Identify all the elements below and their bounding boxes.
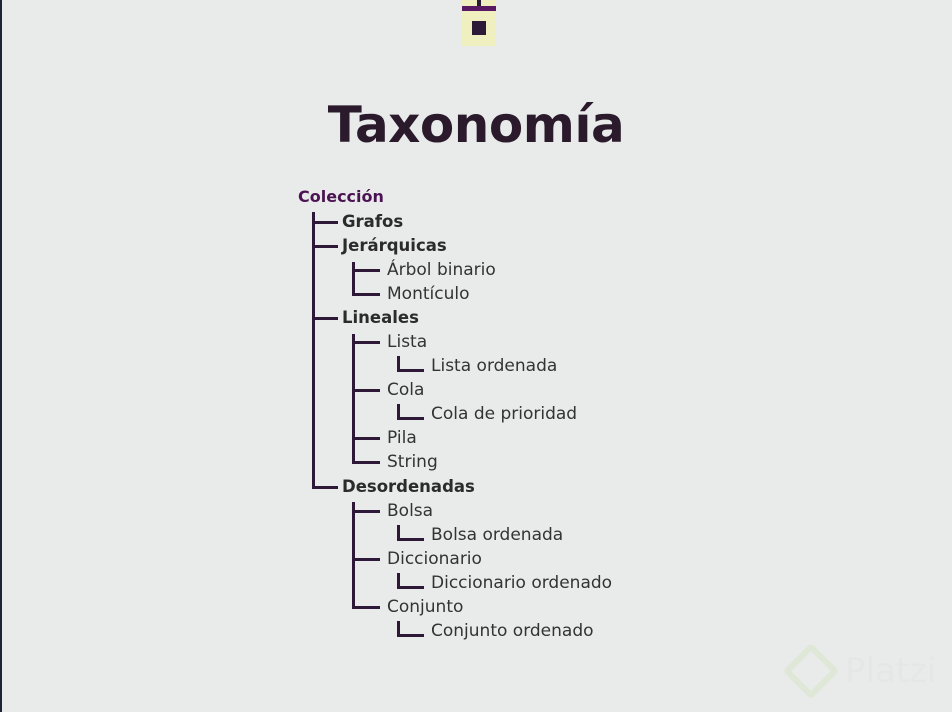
branch-diccionario-ordenado	[397, 586, 424, 589]
branch-string	[352, 461, 380, 464]
trunk-desordenadas	[352, 502, 355, 608]
trunk-cola	[397, 404, 400, 420]
branch-conjunto	[352, 606, 380, 609]
icon-stem	[477, 0, 481, 8]
tree-node: Montículo	[387, 284, 470, 304]
branch-lineales	[312, 317, 338, 320]
platzi-logo-icon	[782, 642, 840, 700]
slide-header-icon	[462, 0, 496, 46]
tree-node: Diccionario	[387, 549, 482, 569]
tree-node: Lista	[387, 332, 428, 352]
trunk-lineales	[352, 334, 355, 464]
branch-arbol	[352, 269, 380, 272]
branch-diccionario	[352, 558, 380, 561]
icon-square	[472, 21, 486, 35]
branch-bolsa-ordenada	[397, 538, 424, 541]
trunk-lista	[397, 356, 400, 372]
tree-node: Bolsa	[387, 501, 434, 521]
tree-node: Desordenadas	[342, 477, 475, 496]
tree-node: Diccionario ordenado	[431, 573, 613, 593]
tree-node: Lineales	[342, 308, 419, 327]
tree-node: Árbol binario	[387, 260, 496, 280]
tree-node: Cola de prioridad	[431, 404, 578, 424]
tree-root: Colección	[298, 187, 384, 206]
branch-lista	[352, 341, 380, 344]
branch-lista-ordenada	[397, 369, 424, 372]
platzi-watermark: Platzi	[782, 642, 937, 700]
branch-monticulo	[352, 293, 380, 296]
branch-pila	[352, 437, 380, 440]
tree-node: Conjunto ordenado	[431, 621, 594, 641]
trunk-diccionario	[397, 573, 400, 589]
tree-node: Grafos	[342, 212, 404, 231]
tree-node: Conjunto	[387, 597, 464, 617]
branch-conjunto-ordenado	[397, 634, 424, 637]
icon-bar	[462, 6, 496, 11]
branch-jerarquicas	[312, 245, 338, 248]
branch-bolsa	[352, 510, 380, 513]
trunk-bolsa	[397, 525, 400, 541]
tree-node: Bolsa ordenada	[431, 525, 564, 545]
watermark-text: Platzi	[845, 651, 937, 691]
tree-node: Pila	[387, 428, 417, 448]
tree-node: Lista ordenada	[431, 356, 558, 376]
tree-node: Jerárquicas	[342, 236, 447, 255]
slide-title: Taxonomía	[327, 96, 625, 154]
branch-cola-prioridad	[397, 417, 424, 420]
branch-grafos	[312, 221, 338, 224]
trunk-jerarquicas	[352, 262, 355, 296]
branch-cola	[352, 389, 380, 392]
tree-trunk-level1	[312, 212, 315, 488]
tree-node: Cola	[387, 380, 425, 400]
window-edge	[0, 0, 2, 712]
trunk-conjunto	[397, 621, 400, 637]
tree-node: String	[387, 452, 438, 472]
branch-desordenadas	[312, 486, 338, 489]
